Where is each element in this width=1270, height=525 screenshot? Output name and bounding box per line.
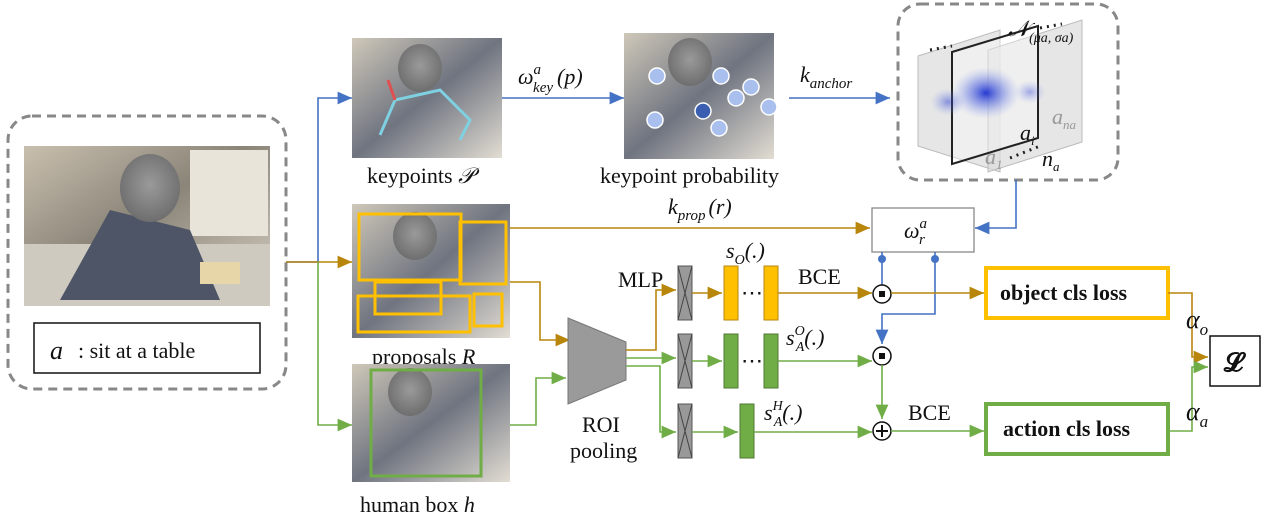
plane-ai-label: ai (1020, 120, 1035, 148)
arrow-proposals-to-roi (510, 281, 570, 347)
k-anchor-label: kanchor (800, 62, 852, 92)
proposal-boxes (356, 212, 508, 334)
k-prop-label: kprop(r) (668, 194, 732, 224)
so-label: sO(.) (726, 238, 765, 268)
plane-ana-label: ana (1052, 104, 1077, 132)
total-loss-box (1209, 335, 1261, 387)
so-layer-a (723, 265, 739, 321)
roi-label-line1: ROI (582, 412, 620, 437)
input-dashed-frame (6, 114, 288, 391)
roi-label-line2: pooling (570, 438, 637, 463)
arrow-roi-to-mlp-top (626, 283, 676, 351)
sao-layer-b (763, 333, 779, 389)
roi-pooling-block (567, 317, 627, 405)
query-symbol: a (50, 336, 63, 365)
human-label: human box h (360, 492, 475, 517)
keypoint-prob-panel: keypoint probability (600, 33, 779, 188)
omega-r-pin-right (875, 252, 936, 344)
arrow-to-human (317, 262, 352, 432)
mlp-block-top (677, 265, 693, 321)
so-dots: ⋯ (741, 280, 763, 305)
action-cls-loss-label: action cls loss (1003, 416, 1131, 441)
gaussian-blob (952, 67, 1020, 119)
arrow-gaussian-to-omega-r (975, 180, 1017, 235)
arrow-object-to-total (1168, 292, 1208, 364)
object-cls-loss-label: object cls loss (1000, 280, 1128, 305)
arrow-to-keypoints (286, 91, 352, 263)
input-photo (24, 146, 270, 306)
action-cls-loss-box (984, 402, 1170, 456)
keypoint-dots (646, 67, 778, 137)
query-text: : sit at a table (78, 338, 195, 363)
arrow-human-to-roi (510, 371, 566, 426)
mlp-block-mid (677, 333, 693, 389)
object-cls-loss-box (984, 266, 1170, 320)
keypoints-panel: keypoints 𝒫 (352, 38, 502, 188)
sao-layer-a (723, 333, 739, 389)
query-box (33, 322, 261, 374)
bce-bottom-label: BCE (908, 400, 951, 425)
alpha-o-label: αo (1186, 305, 1208, 339)
input-branches (286, 91, 352, 432)
arrow-roi-to-mlp-bottom (626, 365, 676, 439)
na-label: na (1042, 146, 1060, 174)
keypoint-prob-label: keypoint probability (600, 163, 779, 188)
omega-r-box (871, 207, 975, 253)
gaussian-dashed-frame (896, 2, 1120, 182)
alpha-a-label: αa (1186, 397, 1208, 431)
sao-dots: ⋯ (741, 348, 763, 373)
input-group: a : sit at a table (6, 114, 288, 391)
human-box (369, 368, 483, 478)
mlp-label: MLP (618, 267, 663, 292)
proposals-panel: proposals R (352, 204, 510, 369)
so-layer-b (763, 265, 779, 321)
bce-top-label: BCE (798, 264, 841, 289)
mlp-block-bottom (677, 403, 693, 459)
sah-layer (739, 403, 755, 459)
plane-a1-label: a1 (985, 144, 1003, 172)
human-image (352, 364, 510, 482)
arrow-action-to-total (1168, 360, 1208, 432)
gaussian-panel: 𝒩(μa, σa) a1 ai ana na (896, 2, 1120, 182)
human-panel: human box h (352, 364, 510, 517)
keypoints-label: keypoints 𝒫 (367, 163, 480, 188)
